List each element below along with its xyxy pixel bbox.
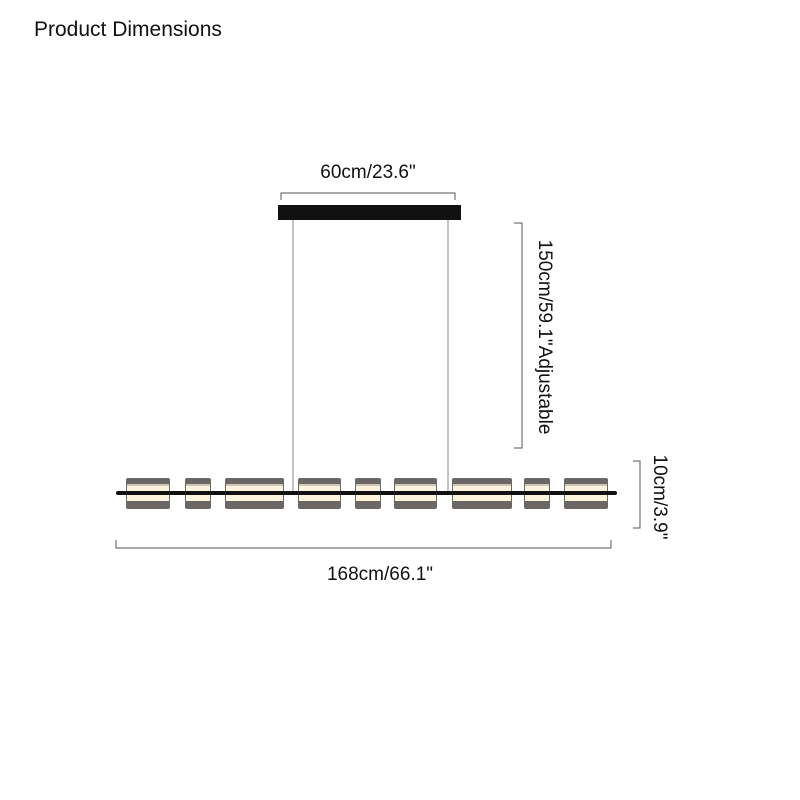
canopy-width-dimension-line bbox=[280, 192, 456, 200]
shade-height-label: 10cm/3.9" bbox=[649, 455, 670, 540]
height-dimension-line bbox=[514, 222, 523, 449]
height-label: 150cm/59.1"Adjustable bbox=[534, 240, 555, 435]
fixture-bar bbox=[116, 491, 617, 495]
length-dimension-line bbox=[115, 540, 612, 549]
page-title: Product Dimensions bbox=[34, 18, 222, 41]
shade-height-dimension-line bbox=[633, 460, 641, 529]
canopy-width-label: 60cm/23.6" bbox=[320, 162, 415, 183]
length-label: 168cm/66.1" bbox=[327, 564, 433, 585]
ceiling-canopy bbox=[278, 205, 461, 220]
